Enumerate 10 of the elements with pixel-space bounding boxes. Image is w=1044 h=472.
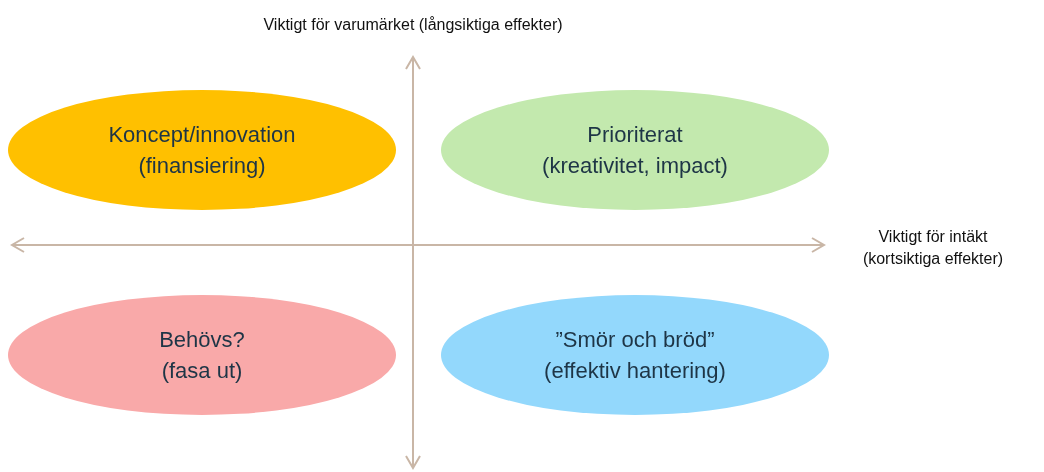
quadrant-subtitle: (effektiv hantering): [544, 357, 726, 385]
quadrant-subtitle: (kreativitet, impact): [542, 152, 728, 180]
quadrant-title: Prioriterat: [587, 121, 683, 149]
quadrant-subtitle: (finansiering): [138, 152, 266, 180]
quadrant-title: Behövs?: [159, 326, 245, 354]
vertical-axis-label: Viktigt för varumärket (långsiktiga effekter): [262, 15, 564, 35]
horizontal-axis-label: Viktigt för intäkt (kortsiktiga effekter): [861, 227, 1005, 269]
quadrant-title: ”Smör och bröd”: [555, 326, 715, 354]
quadrant-subtitle: (fasa ut): [161, 357, 243, 385]
quadrant-title: Koncept/innovation: [108, 121, 296, 149]
